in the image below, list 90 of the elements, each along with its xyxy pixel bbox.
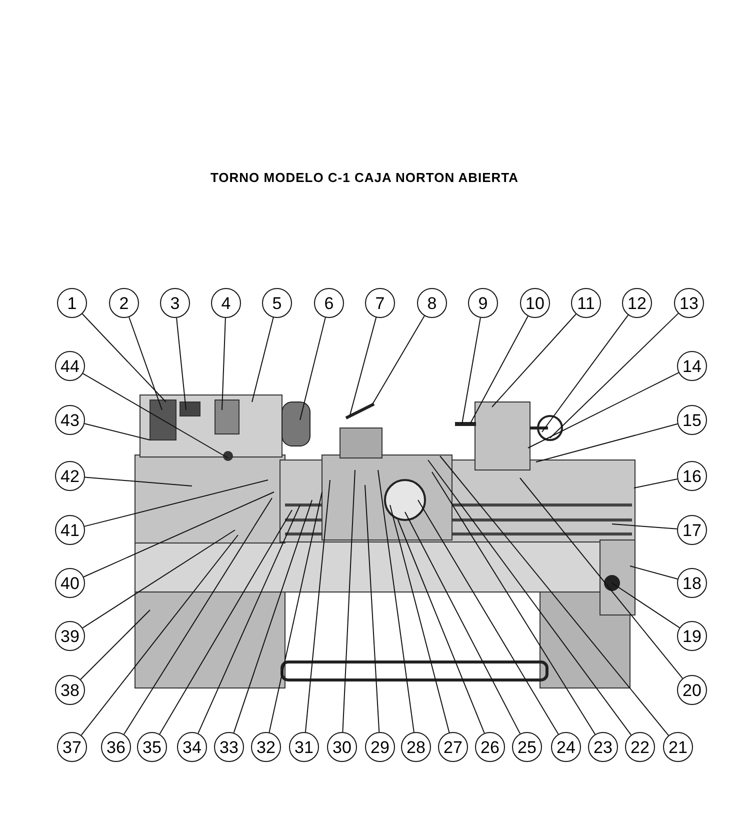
leader-line	[364, 484, 380, 733]
callout-number: 28	[401, 732, 431, 762]
callout-number: 17	[677, 515, 707, 545]
leader-line	[378, 470, 414, 733]
callout-number: 36	[101, 732, 131, 762]
leader-line	[342, 470, 356, 733]
callout-number: 38	[55, 675, 85, 705]
callout-number: 40	[55, 568, 85, 598]
callout-number: 26	[475, 732, 505, 762]
callout-number: 12	[622, 288, 652, 318]
leader-line	[536, 423, 678, 462]
leader-line	[84, 476, 192, 486]
callout-number: 41	[55, 515, 85, 545]
callout-number: 34	[177, 732, 207, 762]
callout-number: 35	[137, 732, 167, 762]
leader-line	[520, 478, 684, 679]
leader-line	[550, 312, 679, 438]
leader-line	[300, 317, 326, 420]
callout-number: 4	[211, 288, 241, 318]
leader-line	[390, 504, 450, 733]
callout-number: 3	[160, 288, 190, 318]
callout-number: 15	[677, 405, 707, 435]
leader-line	[198, 504, 300, 734]
leader-line	[252, 317, 274, 402]
leader-line	[630, 566, 678, 580]
leader-line	[462, 317, 481, 424]
callout-number: 9	[468, 288, 498, 318]
leader-line	[428, 460, 632, 736]
leader-line	[528, 372, 680, 448]
callout-number: 25	[512, 732, 542, 762]
callout-number: 42	[55, 461, 85, 491]
callout-number: 21	[663, 732, 693, 762]
leader-line	[398, 520, 485, 734]
callout-number: 10	[520, 288, 550, 318]
leader-line	[80, 534, 238, 736]
callout-number: 22	[625, 732, 655, 762]
leader-line	[418, 500, 559, 735]
leader-line	[304, 480, 330, 733]
leader-line	[82, 313, 166, 402]
leader-line	[542, 314, 629, 432]
callout-number: 5	[262, 288, 292, 318]
leader-line	[612, 524, 678, 530]
leader-line	[222, 318, 226, 410]
callout-number: 37	[57, 732, 87, 762]
callout-number: 33	[214, 732, 244, 762]
callout-number: 43	[55, 405, 85, 435]
callout-number: 8	[417, 288, 447, 318]
callout-number: 11	[571, 288, 601, 318]
leader-line	[82, 530, 236, 628]
callout-number: 20	[677, 675, 707, 705]
callout-number: 44	[55, 351, 85, 381]
leader-line	[159, 510, 292, 735]
leader-line	[128, 316, 162, 410]
callout-number: 30	[327, 732, 357, 762]
callout-number: 24	[551, 732, 581, 762]
callout-number: 1	[57, 288, 87, 318]
leader-line	[404, 512, 521, 734]
callout-number: 39	[55, 621, 85, 651]
callout-number: 14	[677, 351, 707, 381]
callout-number: 29	[365, 732, 395, 762]
leader-line	[80, 610, 150, 680]
leader-line	[470, 316, 528, 424]
leader-line	[372, 315, 425, 406]
leader-line	[123, 498, 272, 735]
callout-number: 31	[289, 732, 319, 762]
callout-number: 18	[677, 568, 707, 598]
title: TORNO MODELO C-1 CAJA NORTON ABIERTA	[209, 170, 520, 185]
callout-number: 6	[314, 288, 344, 318]
callout-number: 16	[677, 461, 707, 491]
leader-line	[84, 480, 268, 527]
callout-number: 7	[365, 288, 395, 318]
callout-number: 32	[251, 732, 281, 762]
leader-line	[233, 500, 312, 734]
leader-line	[84, 423, 150, 440]
leader-line	[440, 456, 669, 736]
leader-line	[612, 582, 680, 628]
lathe-drawing	[134, 394, 636, 688]
leader-line	[634, 478, 678, 488]
leader-line	[268, 492, 322, 733]
leader-line	[176, 317, 186, 410]
callout-number: 23	[588, 732, 618, 762]
leader-line	[350, 317, 377, 416]
callout-number: 13	[674, 288, 704, 318]
leader-line	[82, 373, 228, 458]
leader-line	[83, 492, 274, 578]
callout-number: 19	[677, 621, 707, 651]
callout-number: 2	[109, 288, 139, 318]
leader-line	[432, 472, 596, 735]
callout-number: 27	[438, 732, 468, 762]
leader-line	[492, 314, 576, 408]
